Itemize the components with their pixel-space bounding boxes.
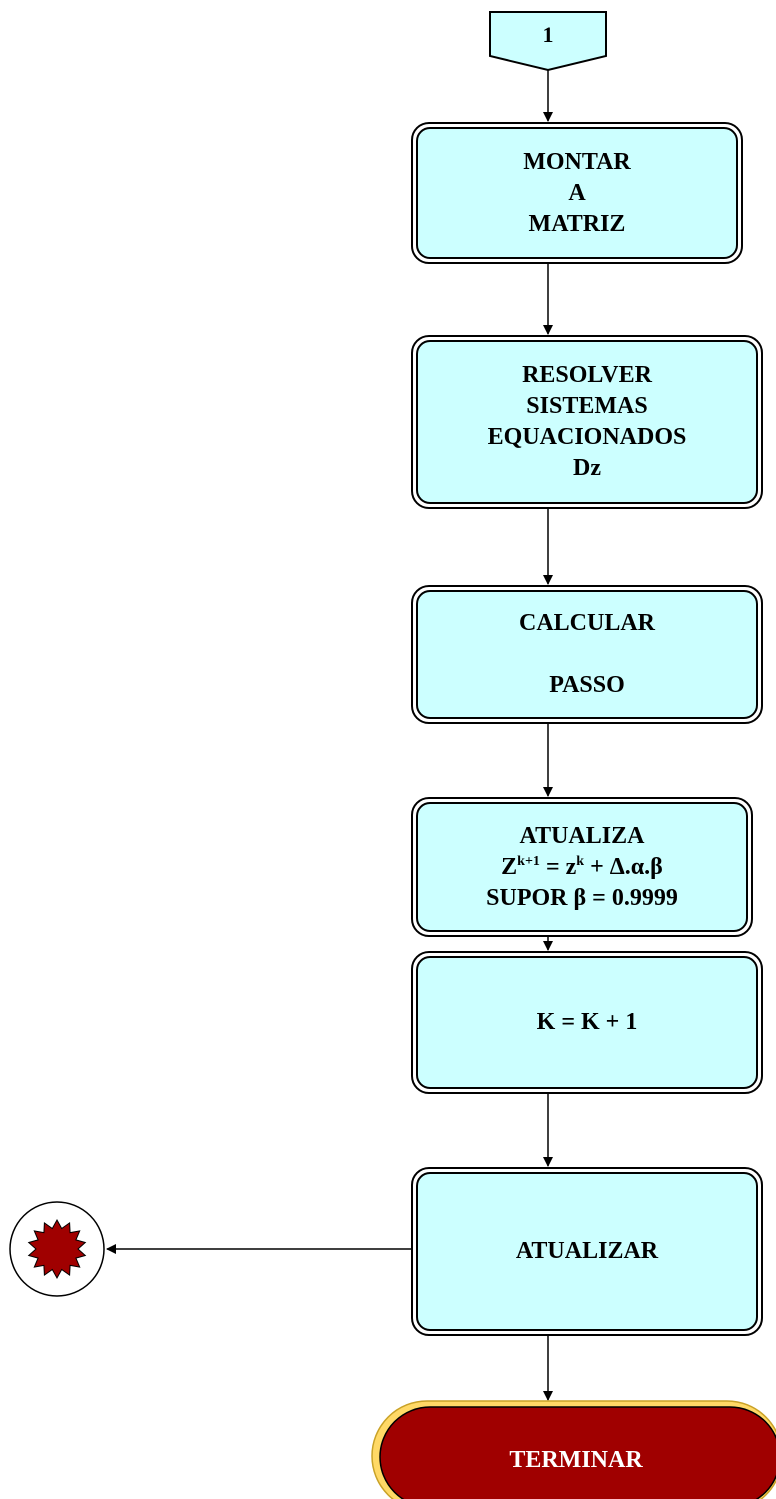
step-resolver-line4: Dz xyxy=(573,455,601,481)
step-atualiza-formula: Zk+1 = zk + Δ.α.β xyxy=(501,852,663,883)
step-atualiza-note: SUPOR β = 0.9999 xyxy=(486,884,678,911)
terminar-label: TERMINAR xyxy=(509,1446,643,1473)
terminar-shape xyxy=(379,1406,776,1499)
step-calcular-passo: CALCULAR PASSO xyxy=(411,585,763,724)
step-atualiza: ATUALIZA Zk+1 = zk + Δ.α.β SUPOR β = 0.9… xyxy=(411,797,753,937)
step-resolver-line1: RESOLVER xyxy=(522,362,652,388)
step-montar-matriz: MONTAR A MATRIZ xyxy=(411,122,743,264)
starburst-icon xyxy=(27,1218,87,1280)
step-montar-line2: A xyxy=(568,179,586,206)
step-calcular-line2: PASSO xyxy=(549,672,625,698)
step-resolver-sistemas: RESOLVER SISTEMAS EQUACIONADOS Dz xyxy=(411,335,763,509)
formula-equals: = z xyxy=(539,853,577,880)
offpage-connector xyxy=(489,11,607,72)
formula-z: Z xyxy=(501,853,518,880)
step-montar-line3: MATRIZ xyxy=(528,210,626,237)
connector-label: 1 xyxy=(542,22,554,47)
formula-rest: + Δ.α.β xyxy=(584,853,663,880)
step-montar-line1: MONTAR xyxy=(523,148,631,175)
step-calcular-line1: CALCULAR xyxy=(518,610,655,636)
step-atualizar-label: ATUALIZAR xyxy=(515,1238,659,1264)
step-k-label: K = K + 1 xyxy=(536,1009,638,1035)
step-resolver-line2: SISTEMAS xyxy=(526,393,648,419)
formula-sup-right: k xyxy=(576,853,585,869)
step-atualizar: ATUALIZAR xyxy=(411,1167,763,1336)
step-k-increment: K = K + 1 xyxy=(411,951,763,1094)
formula-sup-left: k+1 xyxy=(517,853,540,869)
step-atualiza-title: ATUALIZA xyxy=(519,822,645,849)
step-resolver-line3: EQUACIONADOS xyxy=(487,424,687,450)
